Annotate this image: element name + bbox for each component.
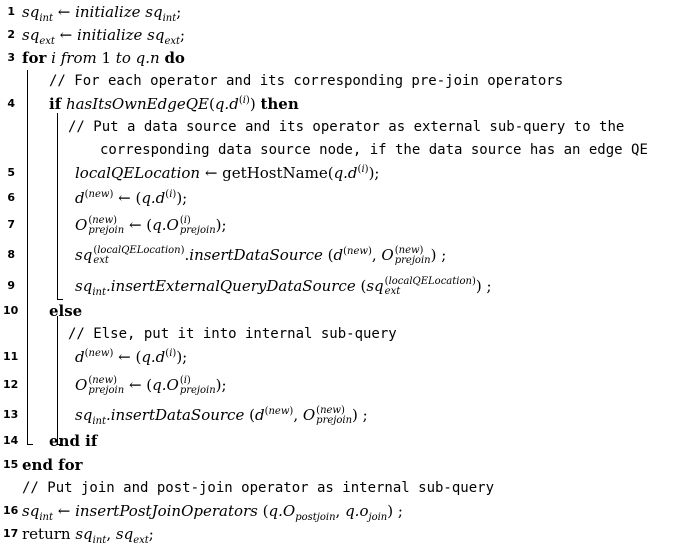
line-number: 7: [7, 218, 15, 231]
line-number: 13: [3, 408, 19, 421]
line-code: O(new)prejoin ← (q.O(i)prejoin);: [75, 375, 227, 396]
line-number: 12: [3, 378, 19, 391]
line-code: localQELocation ← getHostName(q.d(i));: [75, 164, 380, 182]
line-code: end for: [22, 456, 83, 474]
for-block-bar: [27, 70, 28, 444]
else-block-bar-end: [57, 444, 63, 445]
line-number: 11: [3, 350, 19, 363]
for-block-bar-end: [27, 444, 33, 445]
line-code: for i from 1 to q.n do: [22, 49, 185, 67]
line-code: sqext ← initialize sqext;: [22, 26, 186, 47]
line-number: 17: [3, 527, 19, 540]
line-code: d(new) ← (q.d(i));: [75, 189, 188, 207]
line-code: else: [49, 302, 83, 320]
line-number: 1: [7, 5, 15, 18]
line-number: 9: [7, 279, 15, 292]
line-number: 4: [7, 97, 15, 110]
comment-text: // For each operator and its correspondi…: [49, 73, 564, 89]
if-block-bar: [57, 113, 58, 299]
line-number: 5: [7, 166, 15, 179]
line-number: 10: [3, 304, 19, 317]
line-number: 3: [7, 51, 15, 64]
line-code: end if: [49, 432, 98, 450]
line-number: 14: [3, 434, 19, 447]
line-code: sqint.insertDataSource (d(new), O(new)pr…: [75, 405, 368, 427]
line-code: if hasItsOwnEdgeQE(q.d(i)) then: [49, 95, 299, 113]
line-number: 16: [3, 504, 19, 517]
line-code: sq(localQELocation)ext.insertDataSource …: [75, 245, 447, 266]
else-block-bar: [57, 316, 58, 444]
line-code: d(new) ← (q.d(i));: [75, 348, 188, 366]
line-code: sqint.insertExternalQueryDataSource (sq(…: [75, 276, 492, 298]
line-number: 15: [3, 458, 19, 471]
comment-text: corresponding data source node, if the d…: [100, 142, 648, 158]
line-code: sqint ← initialize sqint;: [22, 3, 182, 24]
comment-text: // Else, put it into internal sub-query: [68, 326, 397, 342]
comment-text: // Put a data source and its operator as…: [68, 119, 625, 135]
line-number: 2: [7, 28, 15, 41]
line-code: O(new)prejoin ← (q.O(i)prejoin);: [75, 215, 227, 236]
line-number: 6: [7, 191, 15, 204]
line-number: 8: [7, 248, 15, 261]
line-code: return sqint, sqext;: [22, 525, 154, 546]
line-code: sqint ← insertPostJoinOperators (q.Opost…: [22, 502, 403, 523]
if-block-bar-end: [57, 299, 63, 300]
comment-text: // Put join and post-join operator as in…: [22, 480, 495, 496]
